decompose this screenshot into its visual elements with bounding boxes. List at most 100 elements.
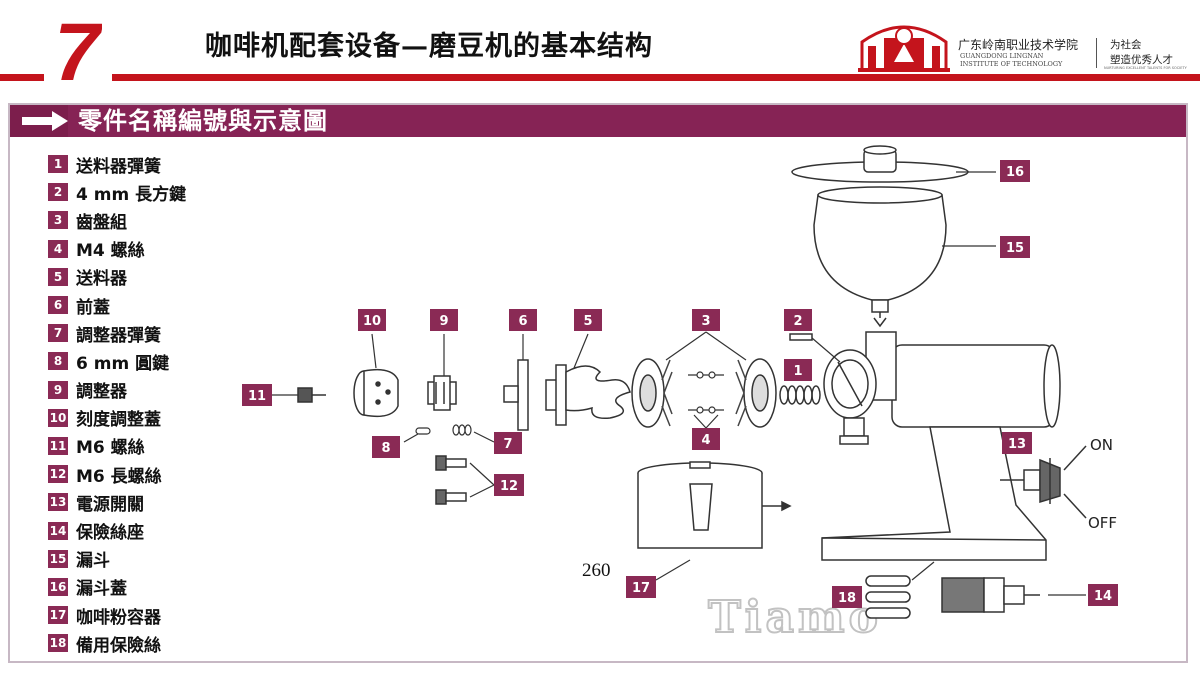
legend-number: 5 [48,267,68,286]
legend-label: 漏斗蓋 [76,579,127,600]
legend-number: 4 [48,239,68,258]
legend-item: 1 送料器彈簧 [48,150,186,178]
legend-label: 電源開關 [76,494,144,515]
chapter-number: 7 [54,14,102,89]
svg-text:13: 13 [1008,437,1026,452]
legend-item: 13 電源開關 [48,488,186,516]
school-logo-icon [858,25,950,72]
section-title: 零件名稱編號與示意圖 [78,107,328,135]
legend-label: 刻度調整蓋 [76,410,161,431]
legend-label: M4 螺絲 [76,241,145,262]
spare-fuses-part [865,575,911,619]
legend-label: 送料器彈簧 [76,156,161,177]
school-name-en: GUANGDONG LINGNAN INSTITUTE OF TECHNOLOG… [960,52,1063,68]
legend-number: 18 [48,634,68,653]
legend-number: 13 [48,493,68,512]
front-cover-part [503,359,529,431]
svg-text:7: 7 [503,437,512,452]
legend-label: 前蓋 [76,297,110,318]
callout-labels: 10 9 6 5 3 2 1 11 4 8 7 12 16 15 13 17 1… [242,160,1118,608]
m6-long-screws-part [435,455,467,505]
school-motto-en: NURTURING EXCELLENT TALENTS FOR SOCIETY [1104,66,1187,70]
legend-number: 10 [48,408,68,427]
legend-label: 齒盤組 [76,212,127,233]
legend-label: 調整器 [76,382,127,403]
callout-4: 4 [692,428,720,450]
callout-16: 16 [1000,160,1030,182]
legend-number: 9 [48,380,68,399]
legend-label: 調整器彈簧 [76,325,161,346]
legend-item: 4 M4 螺絲 [48,235,186,263]
callout-7: 7 [494,432,522,454]
legend-number: 17 [48,606,68,625]
callout-9: 9 [430,309,458,331]
svg-text:3: 3 [701,314,710,329]
legend-number: 15 [48,549,68,568]
svg-text:2: 2 [793,314,802,329]
svg-text:8: 8 [381,441,390,456]
legend-item: 9 調整器 [48,376,186,404]
switch-off-label: OFF [1088,514,1117,532]
callout-3: 3 [692,309,720,331]
adjuster-spring-part [452,424,472,436]
feeder-spring-part [779,385,821,405]
svg-text:16: 16 [1006,165,1024,180]
chapter-number-badge: 7 [54,14,102,89]
legend-label: 4 mm 長方鍵 [76,184,187,205]
legend-item: 10 刻度調整蓋 [48,404,186,432]
feeder-part [545,364,631,426]
legend-item: 2 4 mm 長方鍵 [48,178,186,206]
callout-6: 6 [509,309,537,331]
svg-text:17: 17 [632,581,650,596]
callout-1: 1 [784,359,812,381]
svg-text:15: 15 [1006,241,1024,256]
burr-set-part [631,358,777,428]
legend-number: 1 [48,155,68,174]
callout-2: 2 [784,309,812,331]
legend-number: 14 [48,521,68,540]
school-name-cn: 广东岭南职业技术学院 [958,38,1079,52]
legend-number: 7 [48,324,68,343]
content-frame [8,103,1188,663]
legend-number: 2 [48,183,68,202]
svg-text:14: 14 [1094,589,1112,604]
power-switch-part [1000,445,1087,519]
svg-text:4: 4 [701,433,710,448]
m6-screw-part [297,387,326,403]
legend-label: 咖啡粉容器 [76,607,161,628]
legend-number: 12 [48,465,68,484]
legend-item: 17 咖啡粉容器 [48,601,186,629]
legend-item: 15 漏斗 [48,545,186,573]
callout-13: 13 [1002,432,1032,454]
svg-text:12: 12 [500,479,518,494]
callout-17: 17 [626,576,656,598]
fuse-holder-part [941,577,1040,613]
callout-12: 12 [494,474,524,496]
legend-label: 漏斗 [76,551,110,572]
callout-11: 11 [242,384,272,406]
arrow-right-icon [22,111,68,131]
rectangular-key-part [789,333,813,341]
svg-text:9: 9 [439,314,448,329]
section-banner [10,105,1186,137]
header-divider [1096,38,1097,68]
hopper-part [813,186,947,328]
header-red-line-left [0,74,44,81]
coffee-container-part [637,461,792,549]
legend-item: 5 送料器 [48,263,186,291]
svg-text:6: 6 [518,314,527,329]
callout-14: 14 [1088,584,1118,606]
svg-text:10: 10 [363,314,381,329]
callout-5: 5 [574,309,602,331]
legend-label: 送料器 [76,269,127,290]
dial-cover-part [353,368,399,418]
grinder-body [821,331,1061,561]
